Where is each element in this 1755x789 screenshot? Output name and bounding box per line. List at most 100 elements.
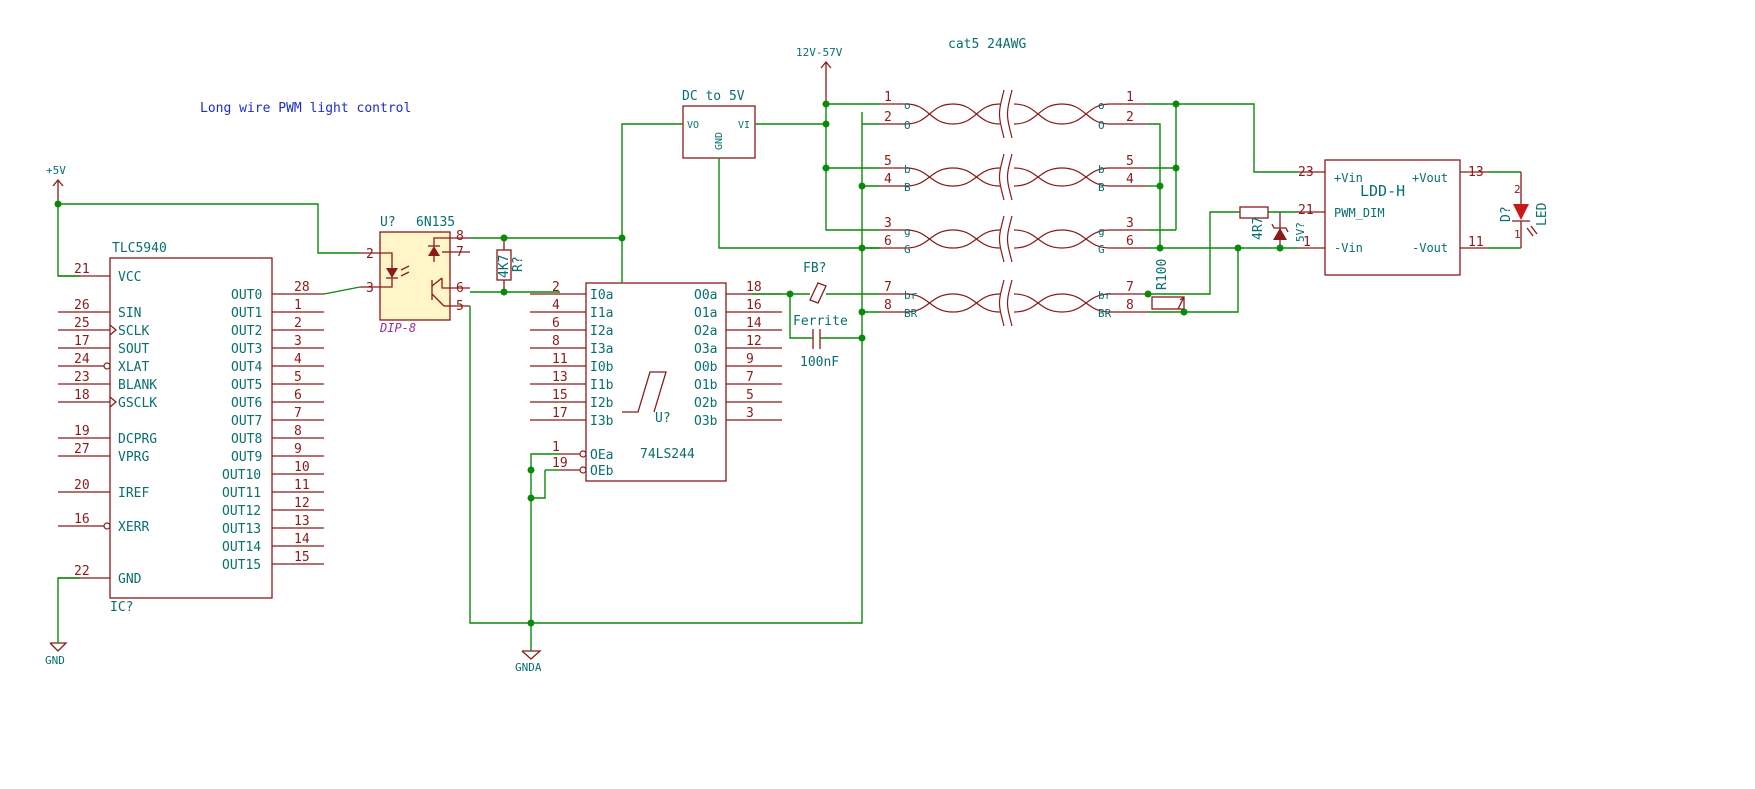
- tlc-pin-num: 19: [74, 424, 90, 439]
- ldd-vin-minus: -Vin: [1334, 241, 1363, 255]
- ldd-pin-1: 1: [1303, 235, 1311, 250]
- tlc-out-num: 12: [294, 496, 310, 511]
- opto-pin-2: 2: [366, 247, 374, 262]
- cable-left-code: B: [904, 181, 911, 194]
- r4r7-value: 4R7: [1251, 217, 1266, 240]
- buf-in-num: 4: [552, 298, 560, 313]
- cable-right-num: 3: [1126, 216, 1134, 231]
- vcc-label: +5V: [46, 164, 66, 177]
- cable-left-num: 8: [884, 298, 892, 313]
- tlc-pin-num: 20: [74, 478, 90, 493]
- buf-in-num: 11: [552, 352, 568, 367]
- tlc-output-pins: OUT028OUT11OUT22OUT33OUT44OUT55OUT66OUT7…: [222, 280, 324, 573]
- junctions: [54, 100, 1284, 627]
- ldd-vin-plus: +Vin: [1334, 171, 1363, 185]
- dcdc-vi: VI: [738, 120, 750, 131]
- tlc-out-num: 8: [294, 424, 302, 439]
- tlc-left-pins: 21VCC26SIN25SCLK17SOUT24XLAT23BLANK18GSC…: [58, 262, 157, 587]
- tlc5940-chip: TLC5940 IC? 21VCC26SIN25SCLK17SOUT24XLAT…: [58, 241, 324, 615]
- buffer-74ls244: U? 74LS244 2I0a4I1a6I2a8I3a11I0b13I1b15I…: [530, 280, 782, 482]
- opto-pin-7: 7: [456, 245, 464, 260]
- cable-right-num: 4: [1126, 172, 1134, 187]
- cable-right-num: 2: [1126, 110, 1134, 125]
- tlc-out-name: OUT2: [231, 324, 262, 339]
- led-value: LED: [1535, 202, 1550, 226]
- tlc-out-name: OUT7: [231, 414, 262, 429]
- cable-left-num: 5: [884, 154, 892, 169]
- tlc-pin-num: 23: [74, 370, 90, 385]
- buf-out-name: O2b: [694, 396, 718, 411]
- cable-right-code: g: [1098, 225, 1105, 238]
- zener-value: 5V?: [1294, 222, 1307, 242]
- tlc-out-name: OUT1: [231, 306, 262, 321]
- ldd-vout-plus: +Vout: [1412, 171, 1448, 185]
- gnd-label: GND: [45, 654, 65, 667]
- opto-pin-8: 8: [456, 229, 464, 244]
- tlc-out-num: 4: [294, 352, 302, 367]
- gnda-label: GNDA: [515, 661, 542, 674]
- supply-label: 12V-57V: [796, 46, 843, 59]
- tlc-pin-num: 25: [74, 316, 90, 331]
- buf-out-num: 9: [746, 352, 754, 367]
- capacitor-100nf: 100nF: [800, 329, 839, 370]
- tlc-pin-num: 18: [74, 388, 90, 403]
- tlc-out-name: OUT15: [222, 558, 261, 573]
- buf-out-name: O0b: [694, 360, 718, 375]
- cable-left-code: br: [904, 289, 918, 302]
- tlc-pin-name: XERR: [118, 520, 149, 535]
- opto-pin-3: 3: [366, 281, 374, 296]
- buf-out-num: 16: [746, 298, 762, 313]
- buf-out-num: 14: [746, 316, 762, 331]
- buf-oe-name: OEb: [590, 464, 614, 479]
- buf-in-name: I3a: [590, 342, 613, 357]
- ldd-vout-minus: -Vout: [1412, 241, 1448, 255]
- buf-out-name: O2a: [694, 324, 717, 339]
- tlc-pin-num: 17: [74, 334, 90, 349]
- ldd-pin-11: 11: [1468, 235, 1484, 250]
- tlc-pin-num: 21: [74, 262, 90, 277]
- dcdc-vo: VO: [687, 120, 699, 131]
- buf-in-name: I0a: [590, 288, 613, 303]
- buf-oe-num: 1: [552, 440, 560, 455]
- opto-pin-5: 5: [456, 299, 464, 314]
- resistor-4r7: 4R7: [1239, 206, 1269, 240]
- ldd-pin-13: 13: [1468, 165, 1484, 180]
- tlc-pin-num: 26: [74, 298, 90, 313]
- buf-in-name: I1b: [590, 378, 614, 393]
- tlc-pin-name: GSCLK: [118, 396, 157, 411]
- tlc-out-num: 3: [294, 334, 302, 349]
- cable-right-code: br: [1098, 289, 1112, 302]
- supply-symbol: 12V-57V: [796, 46, 843, 104]
- schmitt-symbol: [622, 371, 667, 413]
- resistor-4k7: 4K7 R?: [496, 238, 526, 292]
- r100-value: R100: [1155, 259, 1170, 290]
- tlc-out-name: OUT0: [231, 288, 262, 303]
- tlc-pin-name: VPRG: [118, 450, 149, 465]
- tlc-out-name: OUT14: [222, 540, 261, 555]
- tlc-pin-name: XLAT: [118, 360, 149, 375]
- optocoupler: U? 6N135 DIP-8 2 3 8 7 6 5: [360, 215, 470, 335]
- buf-out-name: O3b: [694, 414, 718, 429]
- tlc-out-num: 11: [294, 478, 310, 493]
- buf-in-name: I0b: [590, 360, 614, 375]
- tlc-out-num: 5: [294, 370, 302, 385]
- ferrite-value: Ferrite: [793, 314, 848, 329]
- buf-in-name: I2b: [590, 396, 614, 411]
- buf-out-num: 7: [746, 370, 754, 385]
- tlc-out-num: 7: [294, 406, 302, 421]
- tlc-pin-name: GND: [118, 572, 142, 587]
- tlc-out-name: OUT6: [231, 396, 262, 411]
- tlc-out-name: OUT13: [222, 522, 261, 537]
- tlc-pin-num: 24: [74, 352, 90, 367]
- buffer-ref: U?: [655, 411, 671, 426]
- buffer-value: 74LS244: [640, 447, 695, 462]
- cable-right-code: B: [1098, 181, 1105, 194]
- led-pin-a: 2: [1514, 183, 1521, 196]
- buf-out-num: 18: [746, 280, 762, 295]
- cable-left-code: O: [904, 119, 911, 132]
- buf-out-name: O0a: [694, 288, 717, 303]
- buf-out-name: O1a: [694, 306, 717, 321]
- buf-out-name: O1b: [694, 378, 718, 393]
- cable-left-num: 3: [884, 216, 892, 231]
